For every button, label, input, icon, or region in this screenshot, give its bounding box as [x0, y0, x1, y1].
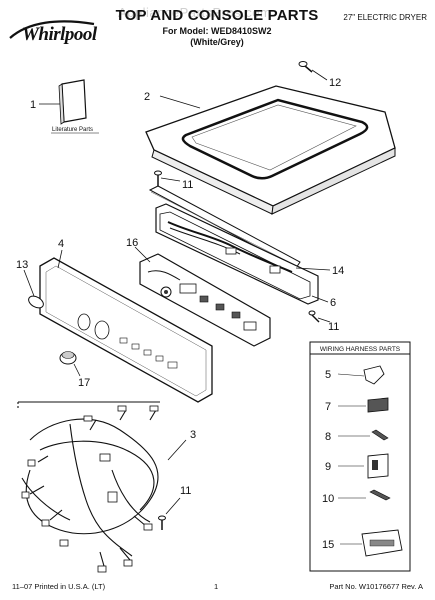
- leader-6: [311, 295, 329, 303]
- callout-6: 6: [330, 297, 336, 309]
- console-front-panel: [39, 249, 213, 403]
- leader-13: [23, 269, 35, 297]
- leader-2: [159, 95, 201, 109]
- callout-8: 8: [325, 431, 331, 443]
- product-type: 27" ELECTRIC DRYER: [343, 13, 427, 22]
- leader-14: [295, 267, 331, 271]
- model-line: For Model: WED8410SW2: [162, 26, 272, 36]
- leader-3: [167, 439, 187, 461]
- watermark: AppliancePartsPros.com: [118, 5, 272, 20]
- footer-page-number: 1: [214, 582, 219, 591]
- callout-7: 7: [325, 401, 331, 413]
- screw-11-mid: [308, 310, 331, 323]
- callout-11-upper: 11: [182, 179, 193, 191]
- footer-part-number: Part No. W10176677 Rev. A: [329, 582, 423, 591]
- callout-14: 14: [332, 265, 344, 277]
- wiring-box-title: WIRING HARNESS PARTS: [320, 346, 401, 353]
- leader-11-lower: [165, 497, 181, 515]
- top-panel: [145, 85, 396, 215]
- callout-1: 1: [30, 99, 36, 111]
- wiring-harness-box: WIRING HARNESS PARTS: [309, 341, 411, 572]
- badge-13: [23, 269, 44, 309]
- harness-connectors: [21, 405, 159, 573]
- literature-label: Literature Parts: [52, 127, 93, 133]
- literature-booklet: Literature Parts: [39, 79, 99, 134]
- console-rear-panel: [155, 203, 331, 305]
- footer-print-info: 11–07 Printed in U.S.A. (LT): [12, 582, 106, 591]
- callout-16: 16: [126, 237, 138, 249]
- callout-3: 3: [190, 429, 196, 441]
- callout-12: 12: [329, 77, 341, 89]
- whirlpool-logo: Whirlpool: [6, 10, 98, 45]
- callout-4: 4: [58, 238, 64, 250]
- leader-17: [73, 363, 81, 377]
- harness-connector-7: [367, 397, 389, 413]
- screw-11-upper: [154, 170, 181, 186]
- callout-5: 5: [325, 369, 331, 381]
- leader-4: [57, 249, 63, 269]
- harness-terminal-8: [371, 429, 389, 441]
- page-subtitle: For Model: WED8410SW2 (White/Grey): [112, 26, 322, 48]
- callout-11-mid: 11: [328, 321, 339, 333]
- leader-11-upper: [160, 177, 181, 182]
- callout-17: 17: [78, 377, 90, 389]
- screw-12: [298, 61, 328, 81]
- harness-terminal-10: [369, 489, 391, 501]
- callout-9: 9: [325, 461, 331, 473]
- variant-line: (White/Grey): [190, 37, 244, 47]
- wire-harness-3: [17, 401, 160, 567]
- leader-16: [134, 246, 151, 263]
- logo-swoosh-icon: [9, 20, 95, 39]
- callout-11-lower: 11: [180, 485, 191, 497]
- callout-2: 2: [144, 91, 150, 103]
- ui-control-board: [134, 246, 271, 347]
- screw-11-lower: [158, 497, 181, 530]
- leader-12: [311, 69, 328, 81]
- leader-11-mid: [317, 317, 331, 323]
- harness-clip-5: [363, 365, 385, 385]
- callout-10: 10: [322, 493, 334, 505]
- brand-name: Whirlpool: [22, 24, 97, 45]
- page-title: TOP AND CONSOLE PARTS: [115, 7, 319, 24]
- callout-13: 13: [16, 259, 28, 271]
- knob-17: [59, 351, 81, 377]
- callout-15: 15: [322, 539, 334, 551]
